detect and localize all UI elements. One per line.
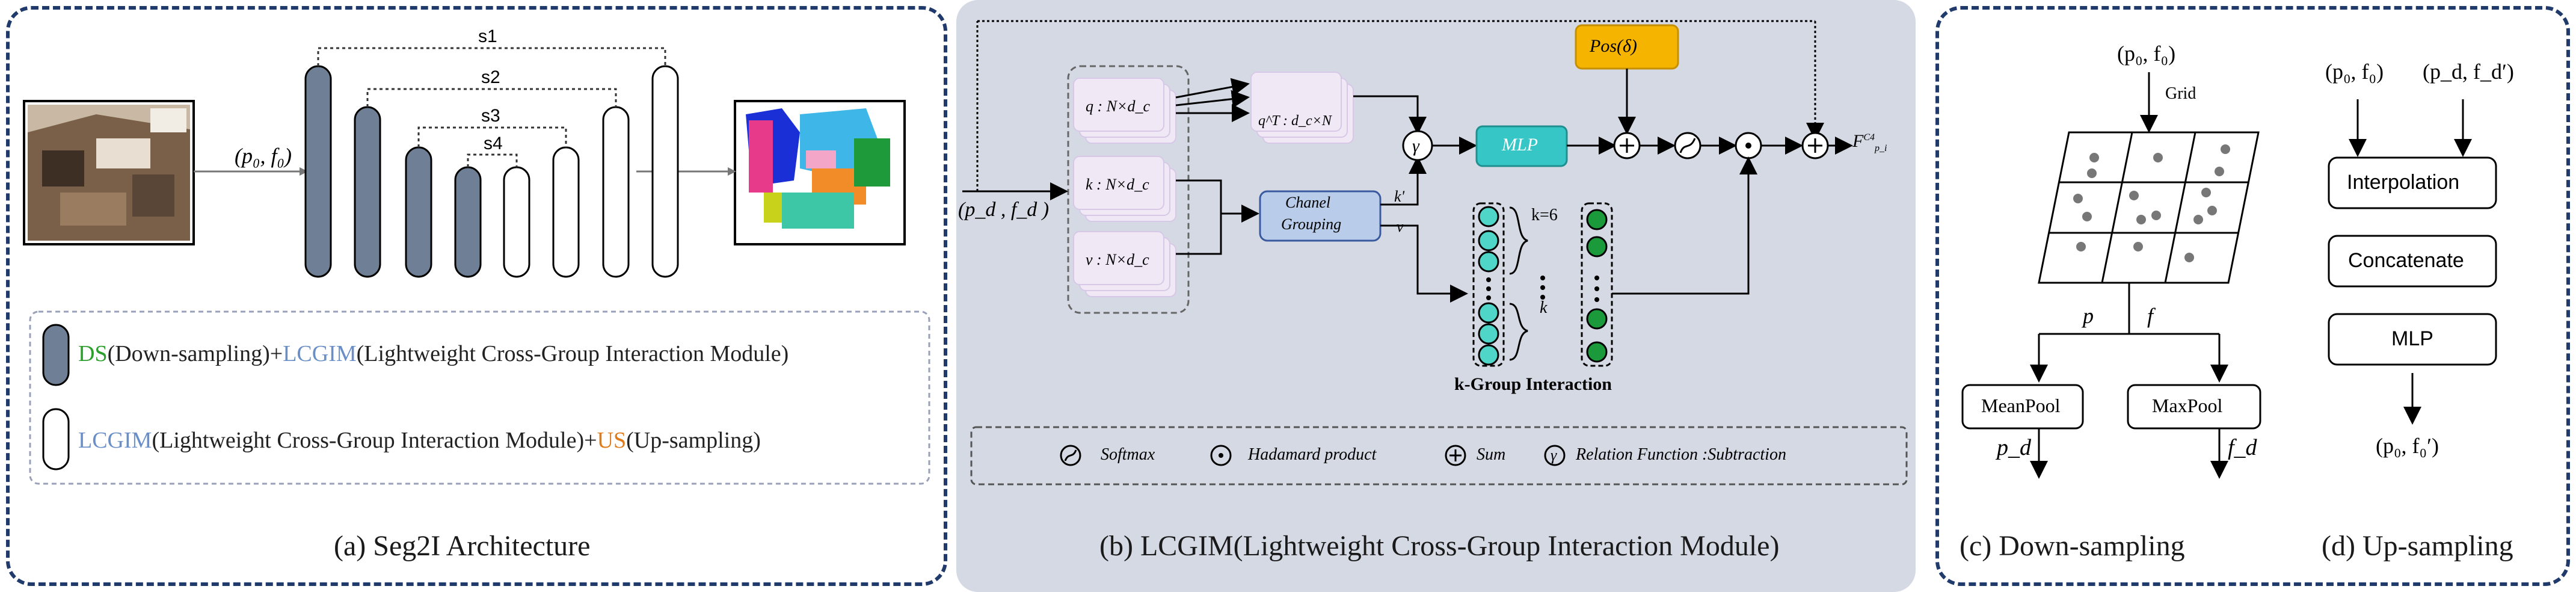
pos-delta-label: Pos(δ) — [1590, 36, 1637, 56]
concatenate-box — [2328, 235, 2497, 288]
sampling-panel — [1935, 6, 2570, 586]
us-block-4 — [651, 65, 679, 278]
panel-a-legend-box — [29, 310, 930, 485]
interpolation-box — [2328, 156, 2497, 209]
qt-stack — [1250, 72, 1354, 144]
output-segmentation-image — [734, 100, 906, 245]
hadamard-legend-text: Hadamard product — [1248, 445, 1377, 464]
right-group-nodes — [1586, 209, 1608, 363]
maxpool-box — [2127, 384, 2261, 430]
hadamard-legend-icon — [1210, 445, 1232, 466]
legend-item-us: LCGIM(Lightweight Cross-Group Interactio… — [78, 428, 761, 453]
up-mlp-box — [2328, 313, 2497, 366]
gamma-symbol: γ — [1412, 136, 1419, 156]
maxpool-label: MaxPool — [2152, 395, 2223, 416]
skip-connections — [317, 47, 666, 167]
caption-d: (d) Up-sampling — [2322, 530, 2513, 562]
legend-filled-block — [42, 324, 70, 386]
brace-lower — [1509, 303, 1528, 361]
up-input2-label: (p_d, f_d′) — [2423, 60, 2514, 84]
meanpool-label: MeanPool — [1981, 395, 2061, 416]
grid-label: Grid — [2165, 84, 2196, 103]
sum-legend-icon — [1445, 445, 1466, 466]
output-label: FC4p_i — [1852, 131, 1887, 153]
k-stack — [1073, 156, 1176, 222]
p-label: p — [2083, 304, 2094, 328]
q-stack — [1073, 78, 1176, 144]
legend-empty-block — [42, 408, 70, 470]
group-column-right — [1581, 202, 1613, 367]
q-label: q : N×d_c — [1086, 97, 1151, 115]
qt-label: q^T : d_c×N — [1258, 113, 1332, 129]
qkv-container — [1067, 65, 1190, 314]
relation-legend-text: Relation Function :Subtraction — [1576, 445, 1786, 464]
legend-item-ds: DS(Down-sampling)+LCGIM(Lightweight Cros… — [78, 341, 789, 366]
v-label: v : N×d_c — [1086, 251, 1149, 268]
softmax-legend-icon — [1060, 445, 1081, 466]
caption-a: (a) Seg2I Architecture — [334, 530, 591, 562]
skip-label-s1: s1 — [478, 26, 497, 46]
input-scene-image — [23, 100, 195, 245]
relation-legend-gamma: γ — [1551, 446, 1557, 464]
k-var-label: k — [1540, 298, 1548, 317]
grid-points — [2073, 144, 2230, 262]
channel-grouping-line2: Grouping — [1281, 215, 1342, 233]
skip-label-s3: s3 — [481, 106, 500, 126]
relation-legend-icon — [1544, 445, 1566, 466]
sum-legend-text: Sum — [1477, 445, 1506, 464]
k-group-title: k-Group Interaction — [1454, 374, 1612, 394]
up-input1-label: (p₀, f₀) — [2325, 60, 2384, 84]
k-prime-label: k' — [1394, 188, 1405, 205]
k-label: k : N×d_c — [1086, 176, 1149, 193]
v-stack — [1073, 231, 1176, 297]
pd-output-label: p_d — [1997, 435, 2031, 460]
channel-grouping-line1: Chanel — [1285, 194, 1331, 211]
brace-upper — [1509, 206, 1528, 275]
mlp-label: MLP — [1502, 135, 1538, 155]
channel-grouping-box — [1259, 190, 1382, 242]
v-small-label: v — [1397, 218, 1404, 235]
concatenate-label: Concatenate — [2348, 249, 2464, 272]
input-point-label: (p₀, f₀) — [235, 144, 292, 168]
grid — [2038, 131, 2260, 284]
caption-c: (c) Down-sampling — [1960, 530, 2185, 562]
up-output-label: (p₀, f₀′) — [2376, 434, 2439, 458]
encoder-decoder-blocks — [304, 65, 679, 278]
left-group-nodes — [1478, 206, 1499, 366]
fd-output-label: f_d — [2228, 435, 2257, 460]
caption-b: (b) LCGIM(Lightweight Cross-Group Intera… — [1099, 530, 1780, 562]
down-input-label: (p₀, f₀) — [2117, 42, 2176, 66]
skip-label-s4: s4 — [484, 134, 503, 153]
f-label: f — [2147, 304, 2154, 328]
lcgim-input-label: (p_d , f_d ) — [958, 199, 1050, 221]
up-mlp-label: MLP — [2391, 327, 2433, 350]
interpolation-label: Interpolation — [2347, 171, 2460, 194]
meanpool-box — [1961, 384, 2084, 430]
group-column-left — [1472, 202, 1505, 367]
k-equals-label: k=6 — [1531, 206, 1558, 224]
skip-label-s2: s2 — [481, 67, 500, 87]
softmax-legend-text: Softmax — [1101, 445, 1155, 464]
panel-b-legend-box — [970, 426, 1908, 486]
